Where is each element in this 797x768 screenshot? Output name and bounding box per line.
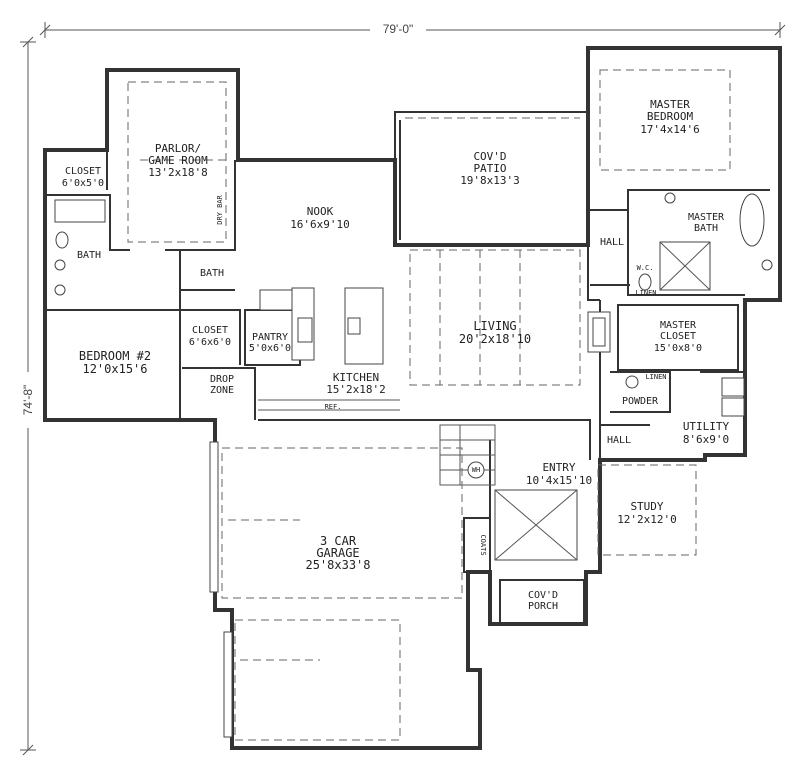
- svg-text:GAME ROOM: GAME ROOM: [148, 154, 208, 167]
- entry: ENTRY 10'4x15'10: [526, 461, 592, 487]
- linen-label: LINEN: [645, 373, 666, 381]
- sink-icon: [54, 284, 66, 296]
- room-labels: PARLOR/ GAME ROOM 13'2x18'8 CLOSET 6'0x5…: [62, 98, 730, 612]
- hall-lower: HALL: [607, 435, 631, 446]
- svg-text:STUDY: STUDY: [630, 500, 663, 513]
- water-heater-icon: [467, 461, 485, 479]
- svg-text:13'2x18'8: 13'2x18'8: [148, 166, 208, 179]
- svg-text:19'8x13'3: 19'8x13'3: [460, 174, 520, 187]
- svg-text:BEDROOM: BEDROOM: [647, 110, 694, 123]
- garage-door-icon: [223, 631, 233, 738]
- garage-door-icon: [209, 441, 219, 593]
- kitchen-sink-icon: [347, 317, 361, 335]
- svg-text:CLOSET: CLOSET: [660, 331, 696, 342]
- sink-icon: [625, 375, 639, 389]
- svg-text:MASTER: MASTER: [660, 320, 697, 331]
- svg-text:5'0x6'0: 5'0x6'0: [249, 343, 291, 354]
- master-closet: MASTER CLOSET 15'0x8'0: [654, 320, 702, 354]
- cooktop-icon: [297, 317, 313, 343]
- svg-text:6'6x6'0: 6'6x6'0: [189, 337, 231, 348]
- ceiling-lines: [127, 69, 731, 741]
- svg-text:MASTER: MASTER: [688, 212, 725, 223]
- living: LIVING 20'2x18'10: [459, 319, 531, 346]
- nook: NOOK 16'6x9'10: [290, 205, 350, 231]
- fixtures: WH REF. LINEN LINEN: [54, 192, 773, 738]
- sink-icon: [761, 259, 773, 271]
- svg-text:UTILITY: UTILITY: [683, 420, 730, 433]
- svg-text:15'0x8'0: 15'0x8'0: [654, 343, 702, 354]
- svg-text:ENTRY: ENTRY: [542, 461, 575, 474]
- parlor-game-room: PARLOR/ GAME ROOM 13'2x18'8: [148, 142, 208, 179]
- utility: UTILITY 8'6x9'0: [683, 420, 730, 446]
- svg-text:8'6x9'0: 8'6x9'0: [683, 433, 729, 446]
- bathtub-icon: [739, 193, 765, 247]
- svg-text:17'4x14'6: 17'4x14'6: [640, 123, 700, 136]
- svg-text:PORCH: PORCH: [528, 601, 558, 612]
- interior-walls: [45, 120, 770, 625]
- svg-text:20'2x18'10: 20'2x18'10: [459, 332, 531, 346]
- closet-mid: CLOSET 6'6x6'0: [189, 325, 231, 348]
- svg-text:DROP: DROP: [210, 374, 234, 385]
- svg-text:ZONE: ZONE: [210, 385, 234, 396]
- toilet-icon: [638, 273, 652, 291]
- toilet-icon: [55, 231, 69, 249]
- dry-bar: DRY BAR: [216, 194, 224, 224]
- bath-small: BATH: [200, 268, 224, 279]
- hall-upper: HALL: [600, 237, 624, 248]
- svg-text:NOOK: NOOK: [307, 205, 334, 218]
- svg-text:12'0x15'6: 12'0x15'6: [82, 362, 147, 376]
- master-bedroom: MASTER BEDROOM 17'4x14'6: [640, 98, 700, 136]
- svg-text:GARAGE: GARAGE: [316, 546, 359, 560]
- svg-text:BATH: BATH: [694, 223, 718, 234]
- bath-left: BATH: [77, 250, 101, 261]
- svg-text:PANTRY: PANTRY: [252, 332, 288, 343]
- svg-text:10'4x15'10: 10'4x15'10: [526, 474, 592, 487]
- pantry: PANTRY 5'0x6'0: [249, 332, 291, 354]
- kitchen: KITCHEN 15'2x18'2: [326, 371, 386, 396]
- svg-text:16'6x9'10: 16'6x9'10: [290, 218, 350, 231]
- svg-text:BEDROOM #2: BEDROOM #2: [79, 349, 151, 363]
- master-bath: MASTER BATH: [688, 212, 725, 234]
- svg-text:12'2x12'0: 12'2x12'0: [617, 513, 677, 526]
- svg-text:CLOSET: CLOSET: [192, 325, 228, 336]
- svg-text:LIVING: LIVING: [473, 319, 516, 333]
- sink-icon: [664, 192, 676, 204]
- linen-label: LINEN: [635, 289, 656, 297]
- coats: COATS: [479, 534, 487, 555]
- sink-icon: [54, 259, 66, 271]
- bathtub-icon: [54, 199, 106, 223]
- svg-text:CLOSET: CLOSET: [65, 166, 101, 177]
- width-dimension: 79'-0": [39, 20, 786, 38]
- svg-text:25'8x33'8: 25'8x33'8: [305, 558, 370, 572]
- garage: 3 CAR GARAGE 25'8x33'8: [305, 534, 370, 572]
- covd-patio: COV'D PATIO 19'8x13'3: [460, 150, 520, 187]
- study: STUDY 12'2x12'0: [617, 500, 677, 526]
- stairs: [439, 424, 496, 486]
- bedroom-2: BEDROOM #2 12'0x15'6: [79, 349, 151, 376]
- covd-porch: COV'D PORCH: [528, 590, 558, 612]
- svg-text:MASTER: MASTER: [650, 98, 690, 111]
- exterior-walls: [43, 46, 782, 750]
- depth-dimension: 74'-8": [18, 36, 36, 756]
- width-label: 79'-0": [383, 22, 414, 36]
- closet-top: CLOSET 6'0x5'0: [62, 166, 104, 189]
- depth-label: 74'-8": [21, 385, 35, 416]
- svg-text:COV'D: COV'D: [528, 590, 558, 601]
- svg-text:3 CAR: 3 CAR: [320, 534, 357, 548]
- drop-zone: DROP ZONE: [210, 374, 234, 396]
- svg-text:15'2x18'2: 15'2x18'2: [326, 383, 386, 396]
- water-heater-label: WH: [472, 466, 480, 474]
- svg-text:PATIO: PATIO: [473, 162, 506, 175]
- svg-text:PARLOR/: PARLOR/: [155, 142, 201, 155]
- svg-text:COV'D: COV'D: [473, 150, 506, 163]
- wc: W.C.: [637, 264, 654, 272]
- fridge-label: REF.: [325, 403, 342, 411]
- powder: POWDER: [622, 396, 659, 407]
- svg-text:6'0x5'0: 6'0x5'0: [62, 178, 104, 189]
- svg-text:KITCHEN: KITCHEN: [333, 371, 379, 384]
